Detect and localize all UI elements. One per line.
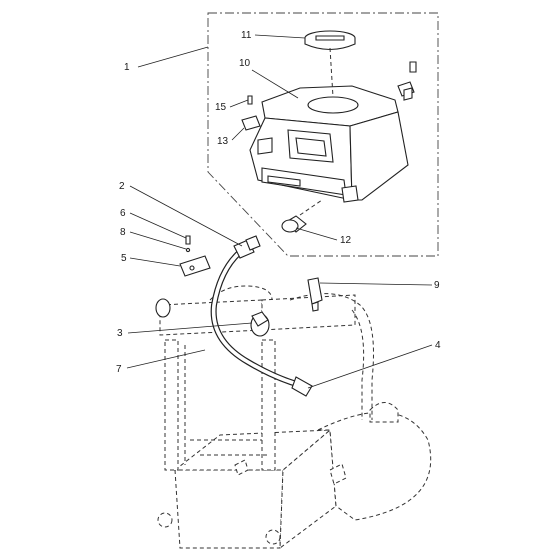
callout-6: 6 [120, 208, 126, 219]
valve-clamp [155, 298, 270, 337]
water-hose [210, 249, 313, 397]
callout-4: 4 [435, 340, 441, 351]
callout-7: 7 [116, 364, 122, 375]
spray-nozzle [307, 277, 323, 312]
callout-3: 3 [117, 328, 123, 339]
callout-5: 5 [121, 253, 127, 264]
callout-12: 12 [340, 235, 352, 246]
callout-10: 10 [239, 58, 251, 69]
callout-13: 13 [217, 136, 229, 147]
screw-and-washer [185, 235, 191, 253]
hose-connector [233, 235, 261, 259]
callout-1: 1 [124, 62, 130, 73]
callout-2: 2 [119, 181, 125, 192]
water-tank [249, 85, 409, 203]
callout-11: 11 [241, 30, 252, 41]
tap-fitting [397, 61, 417, 101]
tank-bracket [241, 95, 261, 131]
callout-labels: 1 2 3 4 5 6 7 8 9 10 11 12 13 15 [116, 30, 441, 375]
callout-9: 9 [434, 280, 440, 291]
strainer [281, 199, 323, 233]
callout-15: 15 [215, 102, 227, 113]
machine-frame [157, 285, 432, 550]
tank-cap [304, 30, 356, 98]
leader-lines [126, 34, 433, 389]
tank-assembly-boundary [207, 12, 439, 257]
callout-8: 8 [120, 227, 126, 238]
mounting-plate [179, 255, 211, 277]
